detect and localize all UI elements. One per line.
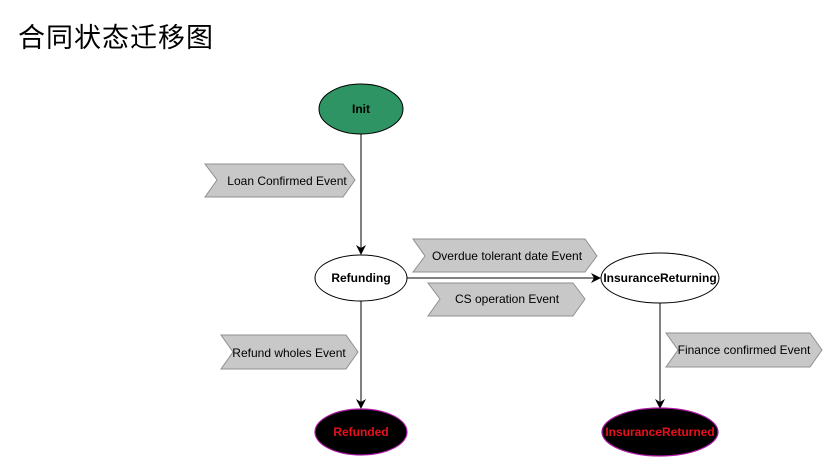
event-tag-refund-wholes: Refund wholes Event bbox=[220, 334, 359, 370]
state-label-insurance-returned: InsuranceReturned bbox=[605, 425, 714, 439]
state-label-init: Init bbox=[352, 102, 370, 116]
event-label-refund-wholes: Refund wholes Event bbox=[232, 346, 346, 360]
state-label-refunded: Refunded bbox=[333, 425, 388, 439]
event-tag-cs-operation: CS operation Event bbox=[427, 282, 586, 317]
event-tag-loan-confirmed: Loan Confirmed Event bbox=[204, 163, 356, 198]
state-node-refunding: Refunding bbox=[314, 254, 408, 302]
state-node-insurance-returning: InsuranceReturning bbox=[600, 252, 720, 304]
event-label-finance-confirmed: Finance confirmed Event bbox=[678, 343, 811, 357]
state-node-init: Init bbox=[318, 83, 404, 135]
event-label-overdue-tolerant: Overdue tolerant date Event bbox=[432, 249, 583, 263]
event-label-loan-confirmed: Loan Confirmed Event bbox=[227, 174, 347, 188]
state-node-insurance-returned: InsuranceReturned bbox=[601, 407, 719, 457]
event-tag-overdue-tolerant: Overdue tolerant date Event bbox=[412, 238, 598, 273]
event-tag-finance-confirmed: Finance confirmed Event bbox=[665, 332, 823, 368]
event-label-cs-operation: CS operation Event bbox=[455, 292, 560, 306]
state-label-refunding: Refunding bbox=[331, 271, 390, 285]
diagram-title: 合同状态迁移图 bbox=[18, 23, 214, 54]
state-node-refunded: Refunded bbox=[314, 408, 408, 456]
state-label-insurance-returning: InsuranceReturning bbox=[603, 271, 716, 285]
